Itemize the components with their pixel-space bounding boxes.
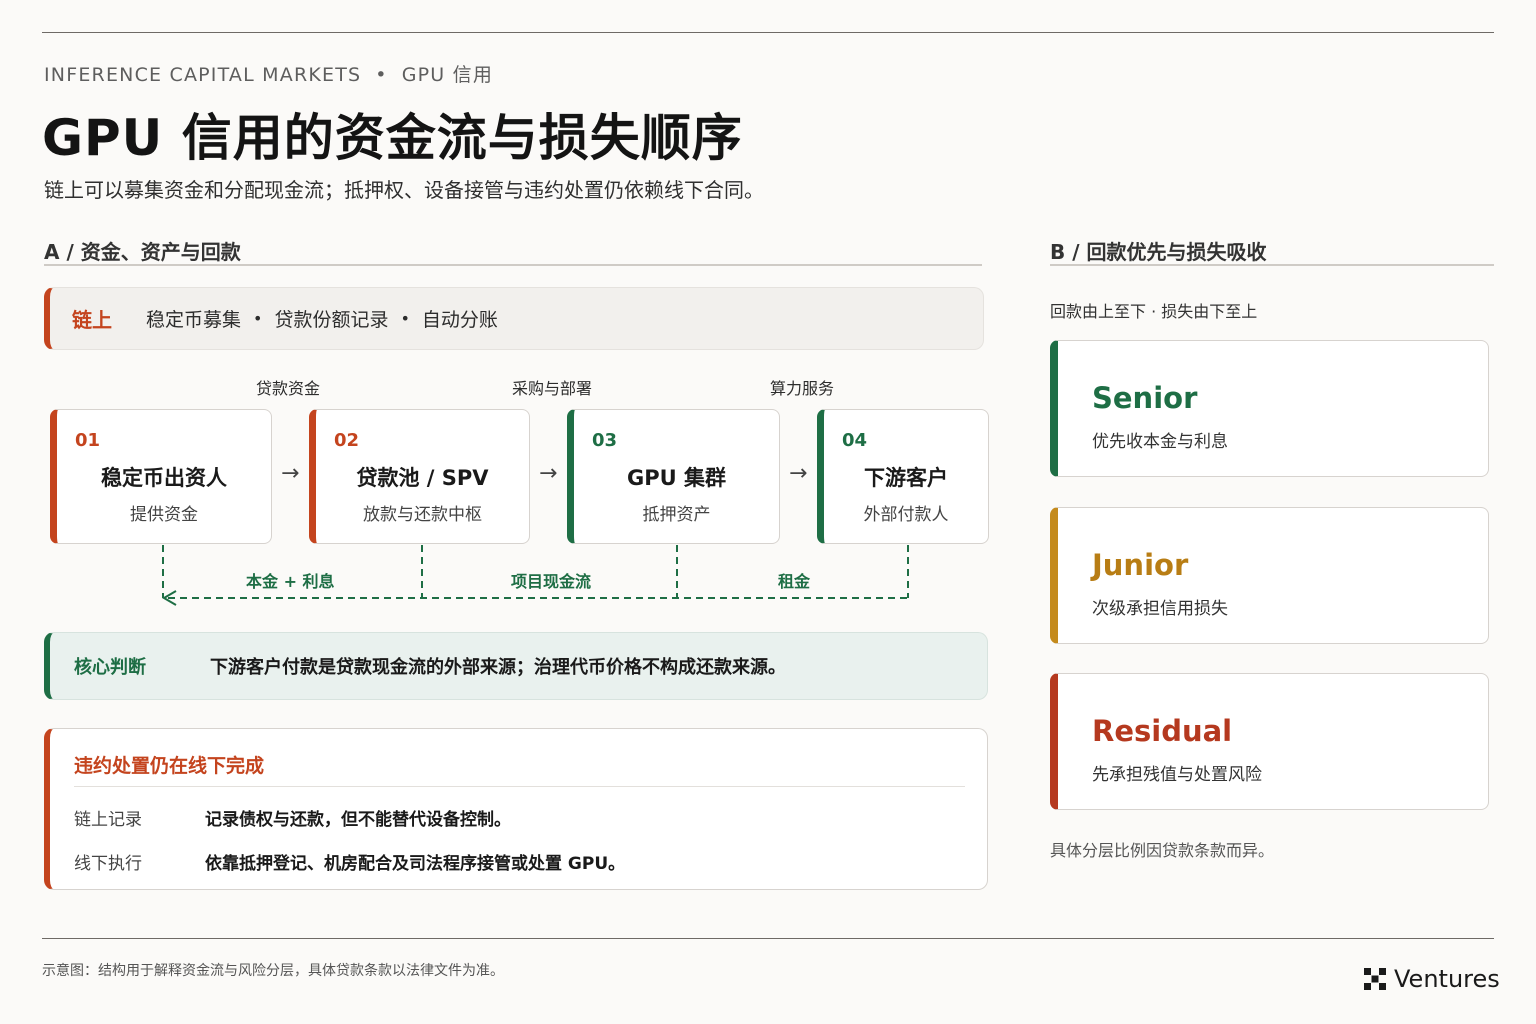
offline-row-key: 线下执行 bbox=[74, 854, 142, 874]
node-card-customer: 04 下游客户 外部付款人 bbox=[817, 409, 989, 544]
onchain-item: 自动分账 bbox=[421, 309, 498, 331]
node-number: 04 bbox=[842, 430, 868, 451]
onchain-banner: 链上 稳定币募集 • 贷款份额记录 • 自动分账 bbox=[44, 287, 984, 350]
core-judgment-banner: 核心判断 下游客户付款是贷款现金流的外部来源；治理代币价格不构成还款来源。 bbox=[44, 632, 988, 700]
node-card-spv: 02 贷款池 / SPV 放款与还款中枢 bbox=[309, 409, 530, 544]
flow-label-loan-funds: 贷款资金 bbox=[256, 379, 321, 398]
flow-label-procurement: 采购与部署 bbox=[512, 379, 593, 398]
bottom-rule bbox=[42, 938, 1494, 939]
node-name: GPU 集群 bbox=[627, 466, 726, 490]
section-b-heading: B / 回款优先与损失吸收 bbox=[1050, 240, 1267, 264]
tier-name: Senior bbox=[1092, 381, 1198, 415]
kicker-left: INFERENCE CAPITAL MARKETS bbox=[44, 64, 362, 86]
page-subtitle: 链上可以募集资金和分配现金流；抵押权、设备接管与违约处置仍依赖线下合同。 bbox=[44, 178, 764, 202]
tier-name: Residual bbox=[1092, 714, 1233, 748]
section-a-heading: A / 资金、资产与回款 bbox=[44, 240, 241, 264]
node-subtitle: 放款与还款中枢 bbox=[363, 505, 482, 525]
arrow-right-icon: → bbox=[539, 461, 558, 486]
section-b-note: 具体分层比例因贷款条款而异。 bbox=[1050, 841, 1275, 860]
flow-label-compute-service: 算力服务 bbox=[770, 379, 835, 398]
node-number: 02 bbox=[334, 430, 360, 451]
arrow-right-icon: → bbox=[789, 461, 808, 486]
footer-note: 示意图：结构用于解释资金流与风险分层，具体贷款条款以法律文件为准。 bbox=[42, 963, 504, 979]
brand: Ventures bbox=[1364, 965, 1500, 993]
kicker-separator: • bbox=[375, 64, 388, 86]
offline-divider bbox=[74, 786, 965, 787]
tier-description: 次级承担信用损失 bbox=[1092, 599, 1228, 619]
node-number: 03 bbox=[592, 430, 618, 451]
onchain-tag: 链上 bbox=[72, 308, 112, 332]
node-name: 下游客户 bbox=[864, 466, 948, 490]
kicker-right: GPU 信用 bbox=[401, 64, 494, 86]
return-arrowhead-icon bbox=[162, 590, 177, 606]
node-number: 01 bbox=[75, 430, 101, 451]
kicker: INFERENCE CAPITAL MARKETS • GPU 信用 bbox=[44, 60, 493, 87]
onchain-separator: • bbox=[400, 309, 410, 328]
offline-row: 链上记录 记录债权与还款，但不能替代设备控制。 bbox=[74, 805, 511, 830]
offline-row-value: 记录债权与还款，但不能替代设备控制。 bbox=[205, 810, 511, 830]
page-title: GPU 信用的资金流与损失顺序 bbox=[42, 109, 743, 167]
section-b-rule bbox=[1050, 264, 1494, 266]
offline-row-key: 链上记录 bbox=[74, 810, 142, 830]
tier-description: 先承担残值与处置风险 bbox=[1092, 765, 1262, 785]
tier-card-senior: Senior 优先收本金与利息 bbox=[1050, 340, 1489, 477]
return-label-project-cashflow: 项目现金流 bbox=[507, 568, 596, 592]
offline-row-value: 依靠抵押登记、机房配合及司法程序接管或处置 GPU。 bbox=[205, 854, 626, 874]
arrow-right-icon: → bbox=[281, 461, 300, 486]
offline-row: 线下执行 依靠抵押登记、机房配合及司法程序接管或处置 GPU。 bbox=[74, 849, 625, 874]
tier-card-junior: Junior 次级承担信用损失 bbox=[1050, 507, 1489, 644]
tier-card-residual: Residual 先承担残值与处置风险 bbox=[1050, 673, 1489, 810]
node-name: 贷款池 / SPV bbox=[356, 466, 489, 490]
core-judgment-text: 下游客户付款是贷款现金流的外部来源；治理代币价格不构成还款来源。 bbox=[210, 657, 786, 678]
brand-name: Ventures bbox=[1394, 965, 1500, 993]
section-a-rule bbox=[44, 264, 982, 266]
tier-name: Junior bbox=[1092, 548, 1189, 582]
node-subtitle: 外部付款人 bbox=[863, 505, 949, 525]
node-name: 稳定币出资人 bbox=[101, 466, 227, 490]
node-subtitle: 提供资金 bbox=[130, 505, 198, 525]
tier-description: 优先收本金与利息 bbox=[1092, 432, 1228, 452]
node-subtitle: 抵押资产 bbox=[642, 505, 711, 525]
offline-enforcement-panel: 违约处置仍在线下完成 链上记录 记录债权与还款，但不能替代设备控制。 线下执行 依靠… bbox=[44, 728, 988, 890]
brand-logo-icon bbox=[1364, 968, 1386, 990]
onchain-item: 贷款份额记录 bbox=[274, 309, 389, 331]
onchain-separator: • bbox=[253, 309, 263, 328]
return-label-rent: 租金 bbox=[774, 568, 815, 592]
node-card-gpu-cluster: 03 GPU 集群 抵押资产 bbox=[567, 409, 780, 544]
section-b-caption: 回款由上至下 · 损失由下至上 bbox=[1050, 302, 1258, 321]
return-label-principal-interest: 本金 + 利息 bbox=[242, 568, 339, 592]
offline-heading: 违约处置仍在线下完成 bbox=[74, 755, 265, 777]
top-rule bbox=[42, 32, 1494, 33]
core-judgment-tag: 核心判断 bbox=[74, 657, 146, 678]
onchain-item: 稳定币募集 bbox=[146, 309, 242, 331]
node-card-investor: 01 稳定币出资人 提供资金 bbox=[50, 409, 272, 544]
